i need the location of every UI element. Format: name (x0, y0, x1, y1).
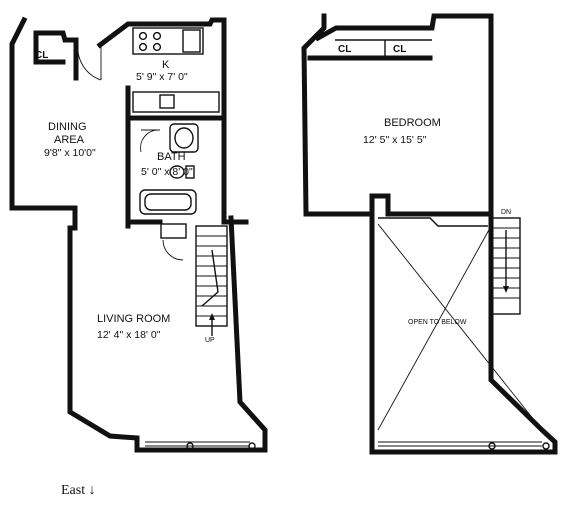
kitchen-label: K (162, 59, 170, 71)
dining-label-line1: DINING (48, 121, 87, 133)
dining-label-line2: AREA (54, 134, 85, 146)
toilet-icon (169, 165, 185, 179)
stove-counter (132, 27, 204, 55)
living-room-dims: 12' 4" x 18' 0" (97, 329, 161, 341)
stair-break-line (201, 249, 219, 307)
kitchen-dims: 5' 9" x 7' 0" (136, 71, 188, 83)
bathtub-basin (144, 193, 192, 211)
bath-dims: 5' 0" x 8' 0" (141, 166, 193, 178)
dining-left-wall (9, 16, 28, 81)
bath-door-swing (140, 129, 161, 153)
bathtub (139, 189, 197, 215)
lower-windows (145, 441, 256, 450)
radiator-icon (542, 442, 550, 450)
lower-floor-outer-walls (9, 17, 268, 453)
closet-door-swing (162, 239, 184, 261)
sink-icon (159, 94, 175, 109)
upper-floor-plan (301, 13, 558, 455)
bath-label: BATH (157, 151, 186, 163)
vanity (169, 123, 199, 153)
toilet-tank (185, 165, 195, 179)
dining-dims: 9'8" x 10'0" (44, 147, 96, 159)
burner-icon (152, 31, 162, 41)
water-heater-closet (160, 223, 187, 239)
bedroom-label: BEDROOM (384, 117, 441, 129)
burner-icon (152, 42, 162, 52)
stair-up-label: UP (205, 337, 215, 344)
lower-stairs (195, 225, 228, 336)
upper-stairs (491, 217, 521, 315)
stair-down-label: DN (501, 209, 511, 216)
radiator-icon (488, 442, 496, 450)
basin-icon (174, 127, 194, 149)
refrigerator (182, 29, 201, 53)
living-room-label: LIVING ROOM (97, 313, 170, 325)
burner-icon (138, 31, 148, 41)
loft-railing (378, 217, 488, 227)
arrow-head-icon (503, 286, 509, 293)
upper-windows (378, 441, 550, 450)
arrow-head-icon (209, 313, 215, 320)
entry-door-swing (77, 44, 102, 81)
open-to-below-label: OPEN TO BELOW (408, 319, 467, 326)
radiator-icon (248, 442, 256, 450)
upper-floor-outer-walls (301, 13, 558, 455)
closet-label: CL (35, 50, 48, 61)
radiator-icon (186, 442, 194, 450)
bedroom-closet-label-b: CL (393, 44, 406, 55)
bedroom-closet-label-a: CL (338, 44, 351, 55)
void-cross-line (377, 223, 543, 431)
bedroom-dims: 12' 5" x 15' 5" (363, 134, 427, 146)
lower-floor-plan (9, 16, 268, 453)
orientation-label: East ↓ (61, 483, 96, 498)
void-cross-line (377, 227, 491, 431)
closet-wall (33, 30, 66, 65)
burner-icon (138, 42, 148, 52)
sink-counter (132, 91, 220, 113)
